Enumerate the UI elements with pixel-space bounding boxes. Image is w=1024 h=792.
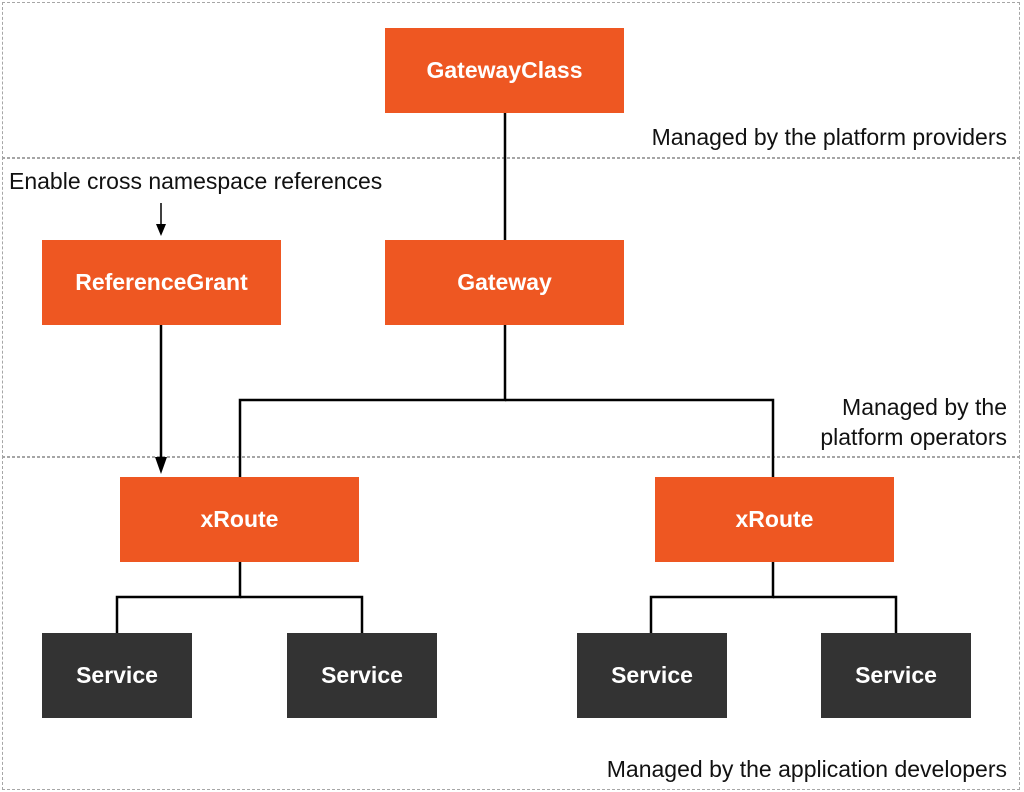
link-xroute-right-service-4: [773, 595, 898, 633]
zone-label-operators-line1: Managed by the: [842, 394, 1007, 420]
zone-label-application-developers: Managed by the application developers: [606, 756, 1007, 782]
link-gateway-xroutes: [238, 325, 507, 477]
zone-platform-operators: Managed by the platform operators: [2, 157, 1020, 458]
zone-label-operators-line2: platform operators: [820, 424, 1007, 450]
xroute-right-node: xRoute: [655, 477, 894, 562]
link-xroute-left-service-2: [240, 595, 364, 633]
referencegrant-node: ReferenceGrant: [42, 240, 281, 325]
service-node-3: Service: [577, 633, 727, 718]
link-gateway-xroute-right: [505, 398, 775, 477]
cross-namespace-note: Enable cross namespace references: [9, 168, 383, 194]
link-xroute-left-services: [115, 561, 242, 633]
arrowhead-xroute: [155, 457, 167, 474]
service-node-2: Service: [287, 633, 437, 718]
service-node-1: Service: [42, 633, 192, 718]
xroute-left-node: xRoute: [120, 477, 359, 562]
zone-application-developers: Managed by the application developers: [2, 456, 1020, 790]
link-xroute-right-services: [649, 561, 775, 633]
arrowhead-note: [156, 224, 166, 236]
zone-platform-providers: Managed by the platform providers: [2, 2, 1020, 159]
service-node-4: Service: [821, 633, 971, 718]
gatewayclass-node: GatewayClass: [385, 28, 624, 113]
zone-label-platform-providers: Managed by the platform providers: [651, 124, 1007, 150]
gateway-node: Gateway: [385, 240, 624, 325]
zone-label-platform-operators: Managed by the platform operators: [820, 392, 1007, 452]
